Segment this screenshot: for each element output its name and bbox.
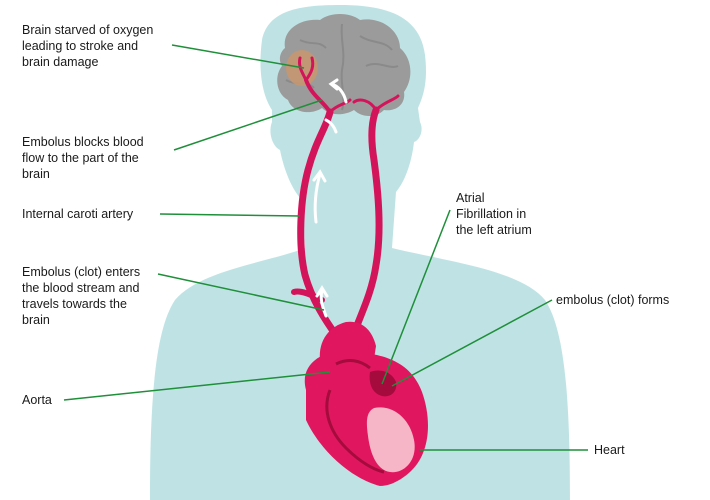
heart — [304, 321, 428, 486]
internal-carotid-artery-left — [297, 108, 342, 342]
flow-arrow — [324, 118, 338, 134]
leader-lines — [63, 44, 588, 451]
cerebral-artery-branch — [352, 98, 378, 112]
leader-line — [63, 371, 331, 401]
leader-line — [381, 209, 451, 385]
leader-line — [171, 44, 305, 69]
cerebral-artery-branch — [304, 78, 332, 114]
body-silhouette — [150, 5, 570, 500]
leader-line — [173, 99, 323, 151]
heart-chamber-light — [366, 407, 415, 473]
flow-arrow — [313, 172, 322, 224]
flow-arrow-head — [312, 169, 327, 183]
brain-fold — [299, 39, 327, 49]
subclavian-artery-stub — [291, 288, 325, 303]
cerebral-artery-branch — [328, 98, 352, 114]
label-embolus-forms: embolus (clot) forms — [556, 293, 670, 307]
cerebral-artery-branch — [304, 56, 315, 82]
arteries — [291, 56, 400, 342]
leader-line — [159, 213, 301, 217]
label-heart: Heart — [594, 443, 625, 457]
label-atrial-fibrillation: Atrial Fibrillation in the left atrium — [456, 191, 532, 237]
label-internal-carotid-artery: Internal caroti artery — [22, 207, 134, 221]
internal-carotid-artery-right — [348, 106, 383, 342]
cerebral-artery-branch — [298, 56, 308, 82]
leader-line — [157, 273, 325, 311]
brain-fold — [340, 23, 345, 111]
heart-chamber-outline — [335, 359, 371, 370]
flow-arrow-head — [328, 78, 339, 91]
label-embolus-blocks: Embolus blocks blood flow to the part of… — [22, 135, 144, 181]
cerebral-artery-branch — [374, 94, 400, 112]
leader-line — [391, 299, 553, 387]
label-aorta: Aorta — [22, 393, 52, 407]
heart-chamber-outline — [325, 389, 385, 474]
label-brain-starved: Brain starved of oxygen leading to strok… — [22, 23, 154, 69]
flow-arrow — [319, 288, 328, 318]
flow-arrow-head — [315, 285, 329, 298]
brain-fold — [359, 35, 393, 51]
clot — [383, 381, 393, 391]
label-embolus-enters: Embolus (clot) enters the blood stream a… — [22, 265, 141, 327]
brain-fold — [365, 63, 399, 68]
